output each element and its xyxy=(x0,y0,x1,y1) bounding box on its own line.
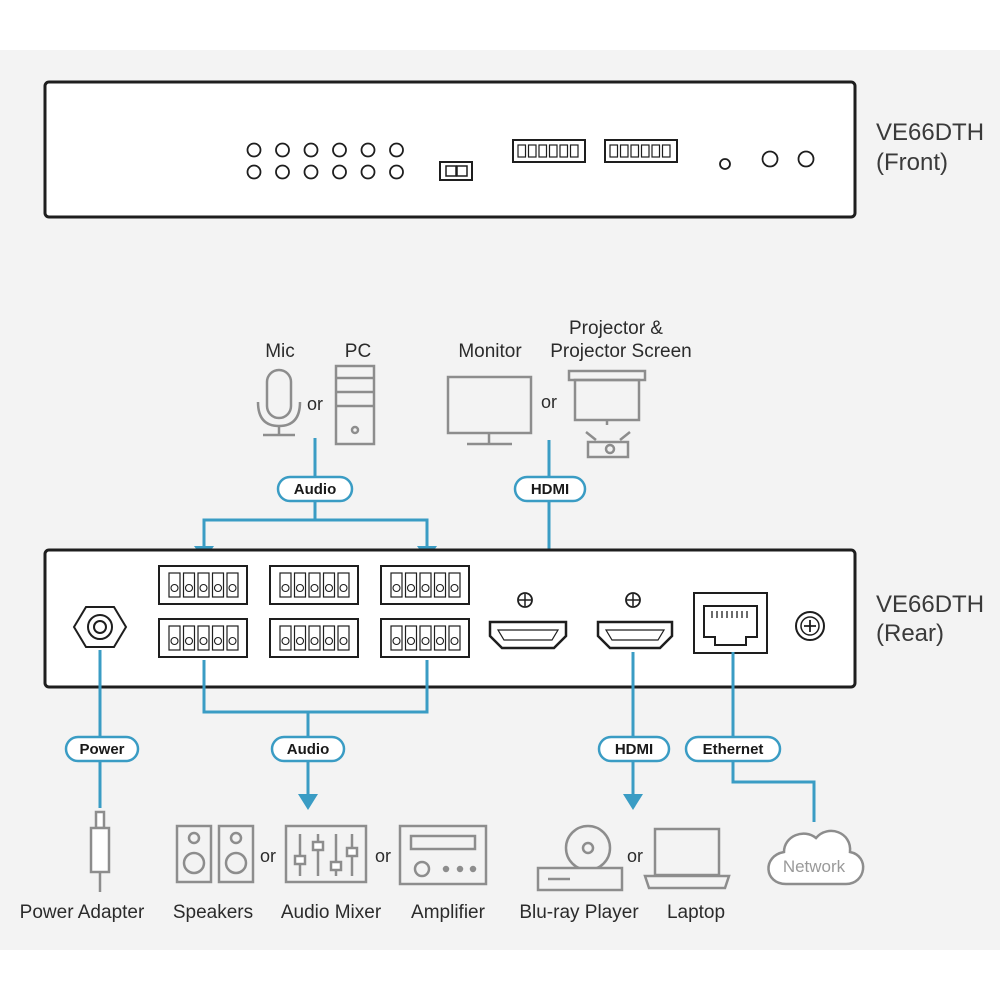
top-audio-pill: Audio xyxy=(276,475,354,503)
monitor-label: Monitor xyxy=(458,341,522,362)
front-button-1 xyxy=(761,150,779,168)
front-led xyxy=(275,164,290,180)
ethernet-pill: Ethernet xyxy=(684,735,782,763)
hdmi-port-2 xyxy=(596,592,674,650)
power-adapter-icon xyxy=(89,810,111,892)
terminal-block xyxy=(380,565,470,605)
front-led xyxy=(360,164,376,180)
bottom-hdmi-pill-text: HDMI xyxy=(615,741,653,758)
front-led xyxy=(303,164,319,180)
front-led xyxy=(246,164,262,180)
speakers-label: Speakers xyxy=(173,902,253,923)
or-mixer-amplifier: or xyxy=(375,846,391,866)
power-jack xyxy=(72,606,128,648)
top-audio-pill-text: Audio xyxy=(294,481,337,498)
dip-segment xyxy=(619,144,629,158)
front-model-label: VE66DTH xyxy=(876,119,984,146)
front-switch xyxy=(439,161,473,181)
dip-segment xyxy=(517,144,527,158)
dip-segment xyxy=(630,144,640,158)
front-led xyxy=(389,142,404,158)
front-dip-switch-2 xyxy=(604,139,678,163)
front-led xyxy=(303,142,319,158)
dip-segment xyxy=(538,144,548,158)
front-led xyxy=(246,142,262,158)
laptop-icon xyxy=(643,827,731,890)
dip-segment xyxy=(640,144,650,158)
front-button-2 xyxy=(797,150,815,168)
laptop-label: Laptop xyxy=(667,902,725,923)
terminal-block xyxy=(158,618,248,658)
terminal-block xyxy=(269,565,359,605)
front-led xyxy=(275,142,290,158)
top-hdmi-pill: HDMI xyxy=(513,475,587,503)
dip-segment xyxy=(651,144,661,158)
monitor-icon xyxy=(446,375,533,446)
amplifier-label: Amplifier xyxy=(411,902,486,923)
pc-icon xyxy=(334,364,376,446)
terminal-block xyxy=(269,618,359,658)
projector-label-line1: Projector & xyxy=(569,318,663,339)
audio-mixer-label: Audio Mixer xyxy=(281,902,382,923)
dip-segment xyxy=(559,144,569,158)
dip-segment xyxy=(527,144,537,158)
top-hdmi-pill-text: HDMI xyxy=(531,481,569,498)
bottom-audio-pill: Audio xyxy=(270,735,346,763)
speakers-icon xyxy=(175,824,255,884)
ethernet-pill-text: Ethernet xyxy=(703,741,764,758)
front-small-led xyxy=(719,158,731,170)
power-pill-text: Power xyxy=(79,741,124,758)
bluray-player-icon xyxy=(536,824,624,892)
bottom-audio-pill-text: Audio xyxy=(287,741,330,758)
projector-label-line2: Projector Screen xyxy=(550,341,692,362)
bottom-arrowheads xyxy=(298,794,643,810)
network-label: Network xyxy=(783,857,846,876)
dip-segment xyxy=(609,144,619,158)
or-bluray-laptop: or xyxy=(627,846,643,866)
bluray-player-label: Blu-ray Player xyxy=(519,902,639,923)
bottom-hdmi-pill: HDMI xyxy=(597,735,671,763)
mic-icon xyxy=(256,368,302,437)
front-view-label: (Front) xyxy=(876,149,948,176)
front-led xyxy=(389,164,404,180)
top-display-or: or xyxy=(541,392,557,412)
top-audio-or: or xyxy=(307,394,323,414)
rear-view-label: (Rear) xyxy=(876,620,944,647)
amplifier-icon xyxy=(398,824,488,886)
pc-label: PC xyxy=(345,341,371,362)
terminal-block xyxy=(380,618,470,658)
ground-screw xyxy=(795,611,825,641)
dip-segment xyxy=(569,144,579,158)
ethernet-port xyxy=(693,592,768,654)
hdmi-port-1 xyxy=(488,592,568,650)
audio-terminal-blocks xyxy=(158,565,470,658)
front-led xyxy=(332,142,347,158)
dip-segment xyxy=(548,144,558,158)
terminal-block xyxy=(158,565,248,605)
front-led-grid xyxy=(246,142,404,180)
projector-screen-icon xyxy=(567,369,647,459)
mic-label: Mic xyxy=(265,341,295,362)
network-cloud-icon: Network xyxy=(767,829,865,886)
power-adapter-label: Power Adapter xyxy=(20,902,145,923)
power-pill: Power xyxy=(64,735,140,763)
front-led xyxy=(332,164,347,180)
audio-mixer-icon xyxy=(284,824,368,884)
rear-panel xyxy=(43,548,857,689)
or-speakers-mixer: or xyxy=(260,846,276,866)
rear-model-label: VE66DTH xyxy=(876,591,984,618)
bottom-connection-lines xyxy=(98,650,816,822)
front-led xyxy=(360,142,376,158)
front-dip-switch-1 xyxy=(512,139,586,163)
front-panel xyxy=(43,80,857,219)
dip-segment xyxy=(661,144,671,158)
